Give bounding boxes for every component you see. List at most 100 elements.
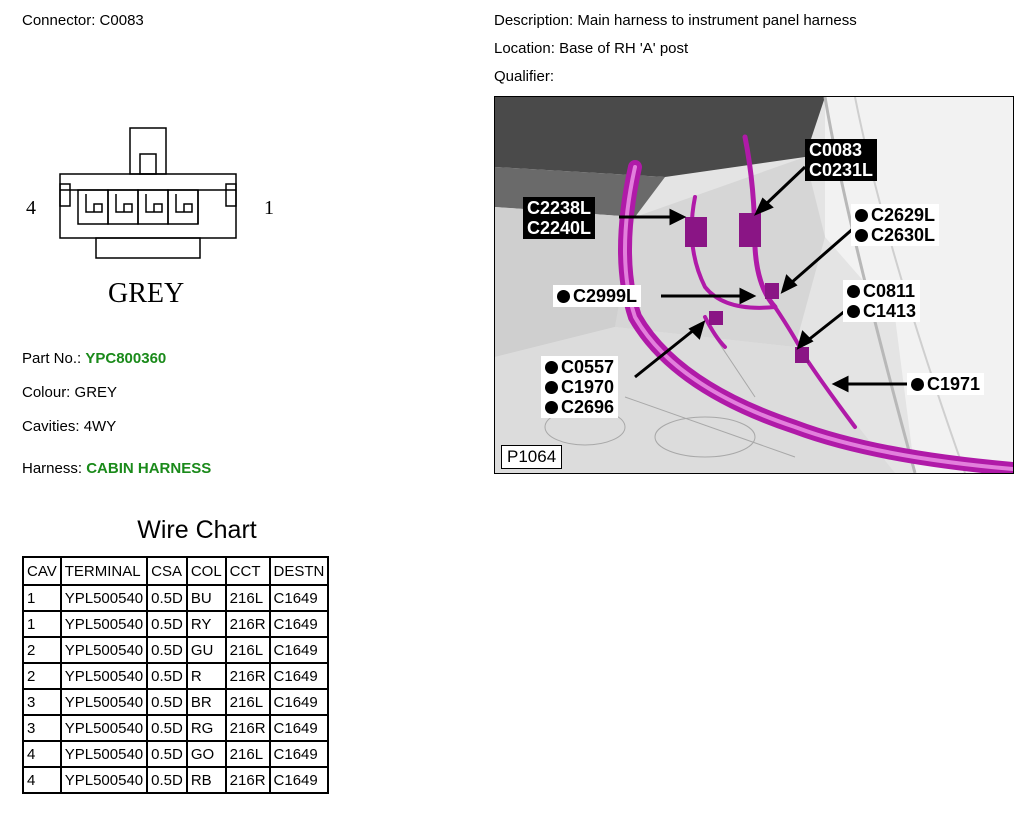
connector-field: Connector: C0083: [22, 12, 144, 29]
harness-label: Harness:: [22, 460, 83, 477]
callout-c2238: C2238L C2240L: [523, 197, 596, 239]
location-value: Base of RH 'A' post: [559, 40, 689, 57]
wire-chart-title: Wire Chart: [137, 516, 257, 544]
table-cell: 216L: [224, 584, 271, 612]
cavities-field: Cavities: 4WY: [22, 418, 116, 435]
table-cell: YPL500540: [59, 584, 149, 612]
connector-face-diagram: 4 1 GREY: [26, 127, 274, 309]
cavity-3: [107, 189, 139, 225]
table-cell: 2: [22, 636, 62, 664]
table-cell: 216R: [224, 714, 271, 742]
table-cell: 0.5D: [146, 688, 188, 716]
table-cell: C1649: [268, 766, 330, 794]
table-cell: 0.5D: [146, 766, 188, 794]
table-cell: RG: [185, 714, 227, 742]
callout-c0811: C0811 C1413: [843, 280, 921, 322]
table-cell: YPL500540: [59, 636, 149, 664]
connector-flange: [95, 237, 201, 259]
description-label: Description:: [494, 12, 574, 29]
table-cell: GU: [185, 636, 227, 664]
table-cell: YPL500540: [59, 766, 149, 794]
connector-c0811-block: [795, 347, 809, 363]
part-no-label: Part No.:: [22, 350, 82, 367]
location-field: Location: Base of RH 'A' post: [494, 40, 688, 57]
pin-label-left: 4: [26, 197, 36, 219]
connector-c2238-block: [685, 217, 707, 247]
table-cell: 2: [22, 662, 62, 690]
table-cell: 216L: [224, 636, 271, 664]
table-cell: 0.5D: [146, 584, 188, 612]
part-no-field: Part No.: YPC800360: [22, 350, 166, 367]
table-cell: R: [185, 662, 227, 690]
harness-main-tube-highlight: [623, 165, 1013, 471]
callout-c2999: C2999L: [553, 285, 642, 307]
callout-c2629: C2629L C2630L: [851, 204, 940, 246]
colour-field: Colour: GREY: [22, 384, 117, 401]
table-cell: 0.5D: [146, 610, 188, 638]
photo-reference: P1064: [501, 445, 563, 469]
callout-c0083: C0083 C0231L: [805, 139, 878, 181]
colour-label: Colour:: [22, 384, 71, 401]
harness-value[interactable]: CABIN HARNESS: [86, 460, 212, 477]
table-cell: YPL500540: [59, 740, 149, 768]
connector-c2629-block: [765, 283, 779, 299]
harness-branch: [703, 315, 727, 349]
table-cell: 0.5D: [146, 740, 188, 768]
table-cell: C1649: [268, 662, 330, 690]
table-cell: 0.5D: [146, 636, 188, 664]
table-cell: 3: [22, 688, 62, 716]
callout-c0557: C0557 C1970 C2696: [541, 356, 619, 418]
table-cell: C1649: [268, 714, 330, 742]
table-cell: RB: [185, 766, 227, 794]
table-cell: C1649: [268, 688, 330, 716]
cavity-4: [77, 189, 109, 225]
table-cell: C1649: [268, 584, 330, 612]
table-cell: YPL500540: [59, 662, 149, 690]
table-cell: BR: [185, 688, 227, 716]
table-cell: C1649: [268, 610, 330, 638]
table-cell: C1649: [268, 636, 330, 664]
connector-latch: [129, 127, 167, 175]
table-cell: 3: [22, 714, 62, 742]
column-header: CCT: [224, 556, 271, 586]
column-header: CSA: [146, 556, 188, 586]
table-cell: 216R: [224, 662, 271, 690]
cavities-value: 4WY: [83, 418, 117, 435]
table-cell: 0.5D: [146, 714, 188, 742]
table-cell: RY: [185, 610, 227, 638]
table-cell: 4: [22, 766, 62, 794]
connector-value: C0083: [99, 12, 144, 29]
connector-c0083-block: [739, 213, 761, 247]
qualifier-field: Qualifier:: [494, 68, 554, 85]
table-cell: 1: [22, 610, 62, 638]
connector-label: Connector:: [22, 12, 96, 29]
location-label: Location:: [494, 40, 555, 57]
pin-label-right: 1: [264, 197, 274, 219]
table-cell: 0.5D: [146, 662, 188, 690]
table-cell: 216R: [224, 766, 271, 794]
table-cell: YPL500540: [59, 610, 149, 638]
cavity-2: [137, 189, 169, 225]
harness-field: Harness: CABIN HARNESS: [22, 460, 211, 477]
table-cell: YPL500540: [59, 688, 149, 716]
table-cell: GO: [185, 740, 227, 768]
connector-c0557-block: [709, 311, 723, 325]
table-cell: BU: [185, 584, 227, 612]
column-header: DESTN: [268, 556, 330, 586]
description-field: Description: Main harness to instrument …: [494, 12, 857, 29]
part-no-value[interactable]: YPC800360: [85, 350, 167, 367]
table-cell: 216R: [224, 610, 271, 638]
colour-value: GREY: [74, 384, 118, 401]
table-cell: YPL500540: [59, 714, 149, 742]
callout-c1971: C1971: [907, 373, 985, 395]
qualifier-label: Qualifier:: [494, 68, 555, 85]
column-header: TERMINAL: [59, 556, 149, 586]
